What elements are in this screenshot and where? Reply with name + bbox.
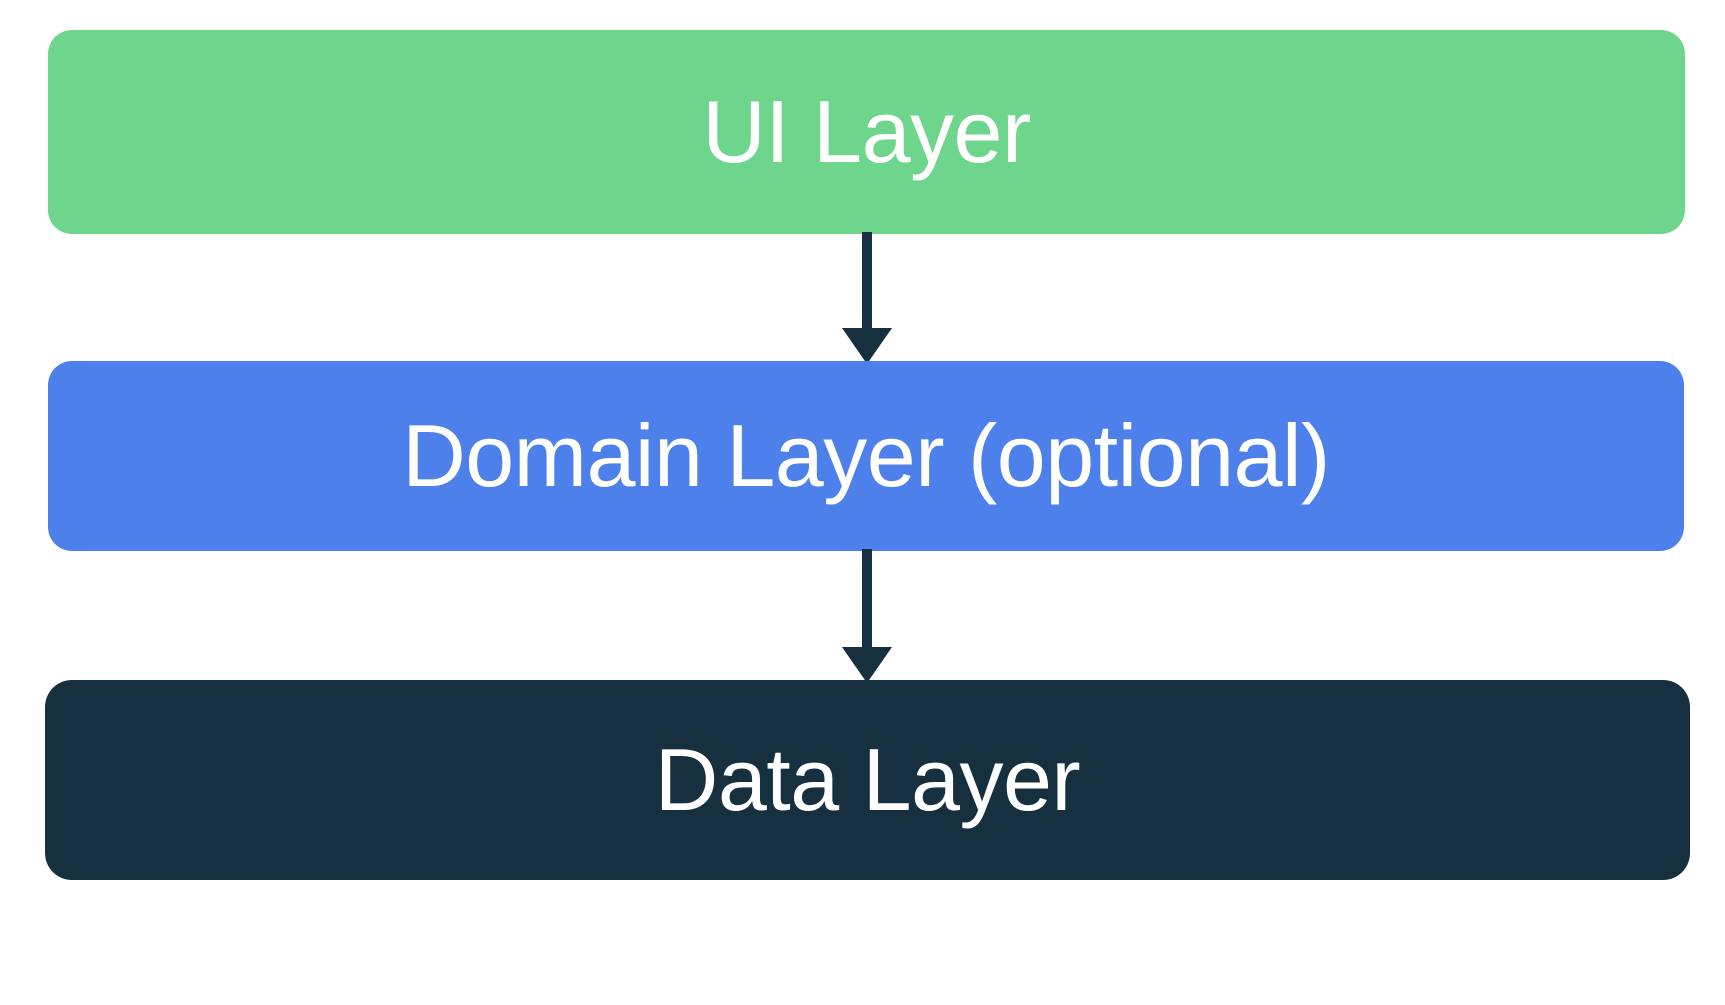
arrow-ui-to-domain-icon <box>811 232 923 364</box>
layer-label-ui: UI Layer <box>702 82 1031 181</box>
layer-box-ui: UI Layer <box>48 30 1685 234</box>
layer-box-data: Data Layer <box>45 680 1690 880</box>
layer-box-domain: Domain Layer (optional) <box>48 361 1684 551</box>
layer-label-domain: Domain Layer (optional) <box>402 406 1330 505</box>
layer-label-data: Data Layer <box>654 730 1081 829</box>
arrow-domain-to-data-icon <box>811 549 923 683</box>
